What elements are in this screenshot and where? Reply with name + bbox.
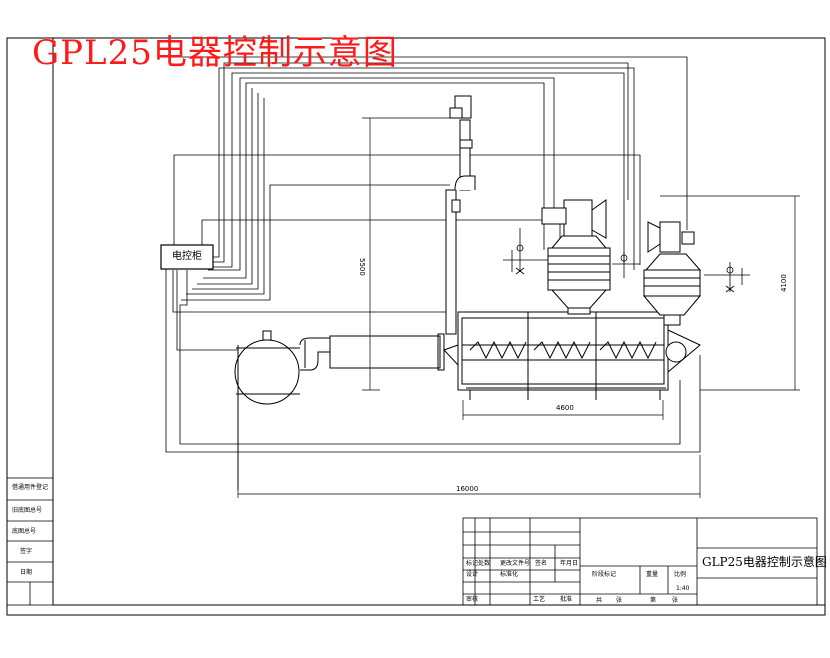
dryer-body	[443, 311, 701, 400]
tb-scale: 1:40	[676, 585, 690, 592]
control-wiring	[160, 56, 701, 453]
tb-review: 审核	[466, 596, 479, 603]
dim-height-right: 4100	[780, 274, 788, 292]
main-duct	[299, 333, 445, 371]
side-cell-4: 签字	[20, 548, 33, 555]
tb-count: 处数	[478, 560, 491, 567]
title-block-drawing-title: GLP25电器控制示意图	[702, 555, 827, 569]
side-cell-5: 日期	[20, 569, 33, 576]
tb-process: 工艺	[533, 596, 546, 603]
tb-date: 年月日	[560, 560, 579, 567]
drawing-title: GPL25电器控制示意图	[32, 33, 398, 73]
tb-sheet-no: 第	[650, 597, 657, 604]
side-cell-2: 旧底图总号	[12, 507, 43, 514]
control-box	[160, 244, 214, 270]
tb-change: 更改文件号	[500, 560, 531, 567]
dimension-lines	[237, 117, 800, 498]
dim-width-total: 16000	[456, 485, 478, 493]
tb-total: 共	[596, 597, 603, 604]
dim-width-mid: 4600	[556, 404, 574, 412]
inner-frame	[52, 37, 826, 606]
control-box-label: 电控柜	[172, 251, 202, 262]
tb-mark: 标记	[466, 560, 479, 567]
side-cell-1: 借通用件登记	[12, 484, 49, 491]
tb-stage: 阶段标记	[592, 571, 617, 578]
valve-group-right	[704, 262, 750, 293]
side-title-block	[6, 477, 54, 606]
heat-exchanger-1	[541, 199, 611, 315]
tb-sign: 签名	[535, 560, 548, 567]
round-tank	[234, 330, 300, 490]
dim-height-left: 5500	[358, 258, 366, 276]
tb-ratio: 比例	[674, 571, 687, 578]
side-cell-3: 底图总号	[12, 528, 37, 535]
heat-exchanger-2	[642, 221, 702, 326]
tb-approve: 批准	[560, 596, 573, 603]
bottom-title-block	[462, 517, 818, 606]
outer-frame	[6, 37, 826, 616]
riser-duct	[445, 95, 476, 335]
tb-design: 设计	[466, 571, 479, 578]
tb-sheets: 张	[616, 597, 623, 604]
valve-group-left	[503, 228, 548, 275]
valve-group-mid	[612, 252, 640, 278]
tb-sheet: 张	[672, 597, 679, 604]
tb-standard: 标准化	[500, 571, 519, 578]
tb-weight: 重量	[646, 571, 659, 578]
